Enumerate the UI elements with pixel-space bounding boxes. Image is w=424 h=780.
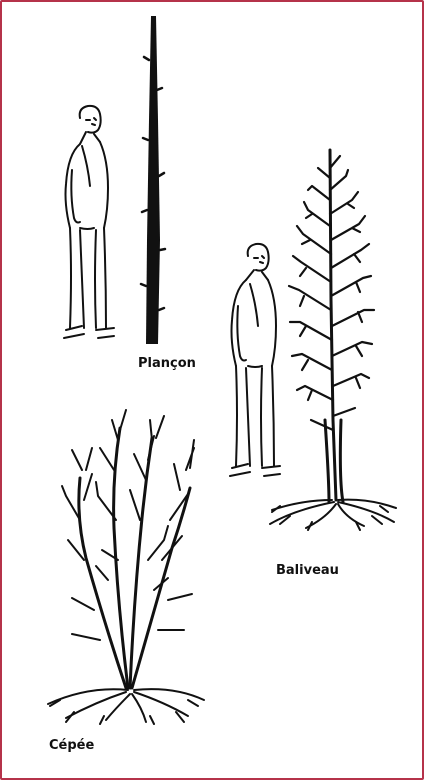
standard-tree-icon (270, 150, 396, 530)
caption-plancon: Plançon (138, 356, 196, 371)
caption-cepee: Cépée (49, 738, 94, 753)
person-figure-icon (64, 106, 114, 338)
caption-baliveau: Baliveau (276, 563, 339, 578)
coppice-tree-icon (48, 410, 204, 724)
person-figure-icon (230, 244, 280, 476)
pole-stake-icon (141, 16, 165, 344)
